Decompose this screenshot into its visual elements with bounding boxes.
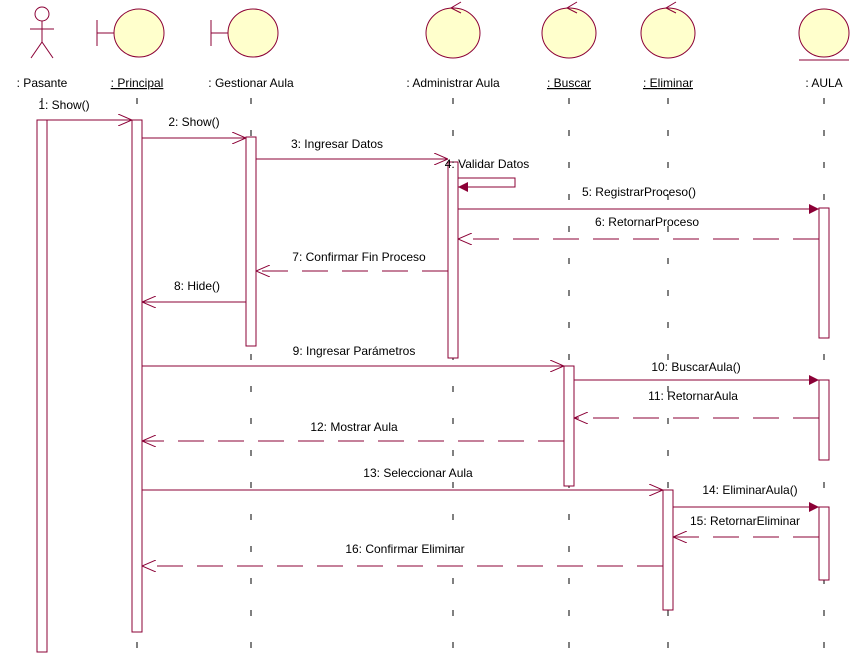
- message-16[interactable]: 16: Confirmar Eliminar: [142, 542, 663, 566]
- message-4[interactable]: 4: Validar Datos: [445, 157, 530, 192]
- message-8[interactable]: 8: Hide(): [142, 279, 246, 302]
- message-label: 12: Mostrar Aula: [310, 420, 398, 434]
- message-label: 15: RetornarEliminar: [690, 514, 800, 528]
- participant-label: : Gestionar Aula: [208, 76, 294, 90]
- boundary-icon: [210, 8, 279, 58]
- message-11[interactable]: 11: RetornarAula: [574, 389, 819, 418]
- message-14[interactable]: 14: EliminarAula(): [673, 483, 819, 512]
- participant-label: : Principal: [111, 76, 164, 90]
- activation-bar-buscar: [563, 365, 575, 487]
- message-label: 11: RetornarAula: [648, 389, 738, 403]
- participant-eliminar[interactable]: : Eliminar: [640, 1, 696, 90]
- message-arrow: [458, 177, 516, 192]
- message-label: 3: Ingresar Datos: [291, 137, 383, 151]
- message-2[interactable]: 2: Show(): [142, 115, 246, 138]
- participant-gestionar[interactable]: : Gestionar Aula: [208, 8, 294, 90]
- message-1[interactable]: 1: Show(): [38, 98, 132, 120]
- message-label: 5: RegistrarProceso(): [582, 185, 696, 199]
- message-9[interactable]: 9: Ingresar Parámetros: [142, 344, 564, 366]
- activation-bars: [36, 119, 830, 653]
- message-label: 16: Confirmar Eliminar: [345, 542, 464, 556]
- message-label: 10: BuscarAula(): [651, 360, 740, 374]
- message-label: 1: Show(): [38, 98, 89, 112]
- control-icon: [541, 1, 597, 59]
- message-label: 8: Hide(): [174, 279, 220, 293]
- activation-bar-principal: [131, 119, 143, 633]
- message-15[interactable]: 15: RetornarEliminar: [673, 514, 819, 537]
- participant-aula[interactable]: : AULA: [798, 8, 850, 90]
- activation-bar-eliminar: [662, 489, 674, 611]
- activation-bar-administrar: [447, 161, 459, 359]
- activation-bar-aula: [818, 207, 830, 339]
- message-label: 7: Confirmar Fin Proceso: [292, 250, 426, 264]
- message-label: 4: Validar Datos: [445, 157, 530, 171]
- message-10[interactable]: 10: BuscarAula(): [574, 360, 819, 385]
- message-label: 14: EliminarAula(): [702, 483, 797, 497]
- participants: : Pasante : Principal : Gestionar Aula : Ad…: [17, 1, 850, 90]
- message-12[interactable]: 12: Mostrar Aula: [142, 420, 564, 441]
- entity-icon: [798, 8, 850, 61]
- message-5[interactable]: 5: RegistrarProceso(): [458, 185, 819, 214]
- activation-bar-gestionar: [245, 136, 257, 347]
- actor-icon: [30, 6, 54, 59]
- participant-pasante[interactable]: : Pasante: [17, 6, 68, 90]
- message-7[interactable]: 7: Confirmar Fin Proceso: [256, 250, 448, 271]
- boundary-icon: [96, 8, 165, 58]
- activation-bar-pasante: [36, 119, 48, 653]
- message-6[interactable]: 6: RetornarProceso: [458, 215, 819, 239]
- participant-label: : Eliminar: [643, 76, 693, 90]
- participant-label: : Administrar Aula: [406, 76, 500, 90]
- participant-buscar[interactable]: : Buscar: [541, 1, 597, 90]
- participant-administrar[interactable]: : Administrar Aula: [406, 1, 500, 90]
- messages: 1: Show() 2: Show() 3: Ingresar Datos 4: Va…: [38, 98, 819, 566]
- participant-label: : AULA: [805, 76, 842, 90]
- message-label: 2: Show(): [168, 115, 219, 129]
- message-label: 9: Ingresar Parámetros: [293, 344, 416, 358]
- activation-bar-aula: [818, 379, 830, 461]
- control-icon: [425, 1, 481, 59]
- activation-bar-aula: [818, 506, 830, 581]
- message-13[interactable]: 13: Seleccionar Aula: [142, 466, 663, 490]
- message-label: 6: RetornarProceso: [595, 215, 699, 229]
- control-icon: [640, 1, 696, 59]
- participant-label: : Buscar: [547, 76, 591, 90]
- message-label: 13: Seleccionar Aula: [363, 466, 473, 480]
- message-3[interactable]: 3: Ingresar Datos: [256, 137, 448, 159]
- participant-principal[interactable]: : Principal: [96, 8, 165, 90]
- participant-label: : Pasante: [17, 76, 68, 90]
